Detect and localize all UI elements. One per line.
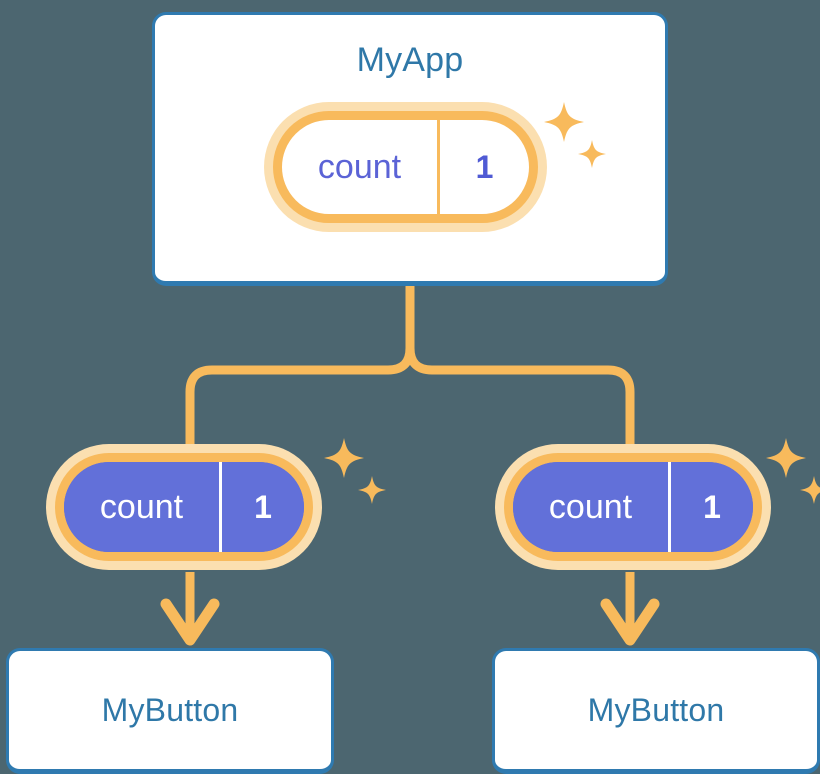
state-key-label: count <box>317 147 402 186</box>
down-arrow-right <box>600 572 660 646</box>
state-value-label: 1 <box>219 462 304 552</box>
mybutton-label: MyButton <box>587 691 725 728</box>
tree-fork-connector <box>185 281 415 460</box>
sparkle-icon <box>324 438 386 504</box>
state-value-label: 1 <box>668 462 753 552</box>
sparkle-icon <box>766 438 820 504</box>
tree-fork-connector-right <box>405 343 635 460</box>
myapp-title: MyApp <box>356 41 464 79</box>
mybutton-card-left[interactable]: MyButton <box>6 648 334 774</box>
state-key-label: count <box>513 462 668 552</box>
state-key-label: count <box>64 462 219 552</box>
leaf-state-pill-right[interactable]: count 1 <box>504 453 762 561</box>
down-arrow-left <box>160 572 220 646</box>
leaf-state-pill-left[interactable]: count 1 <box>55 453 313 561</box>
myapp-state-pill[interactable]: count 1 <box>273 111 538 223</box>
mybutton-label: MyButton <box>101 691 239 728</box>
state-value-label: 1 <box>437 120 529 214</box>
mybutton-card-right[interactable]: MyButton <box>492 648 820 774</box>
